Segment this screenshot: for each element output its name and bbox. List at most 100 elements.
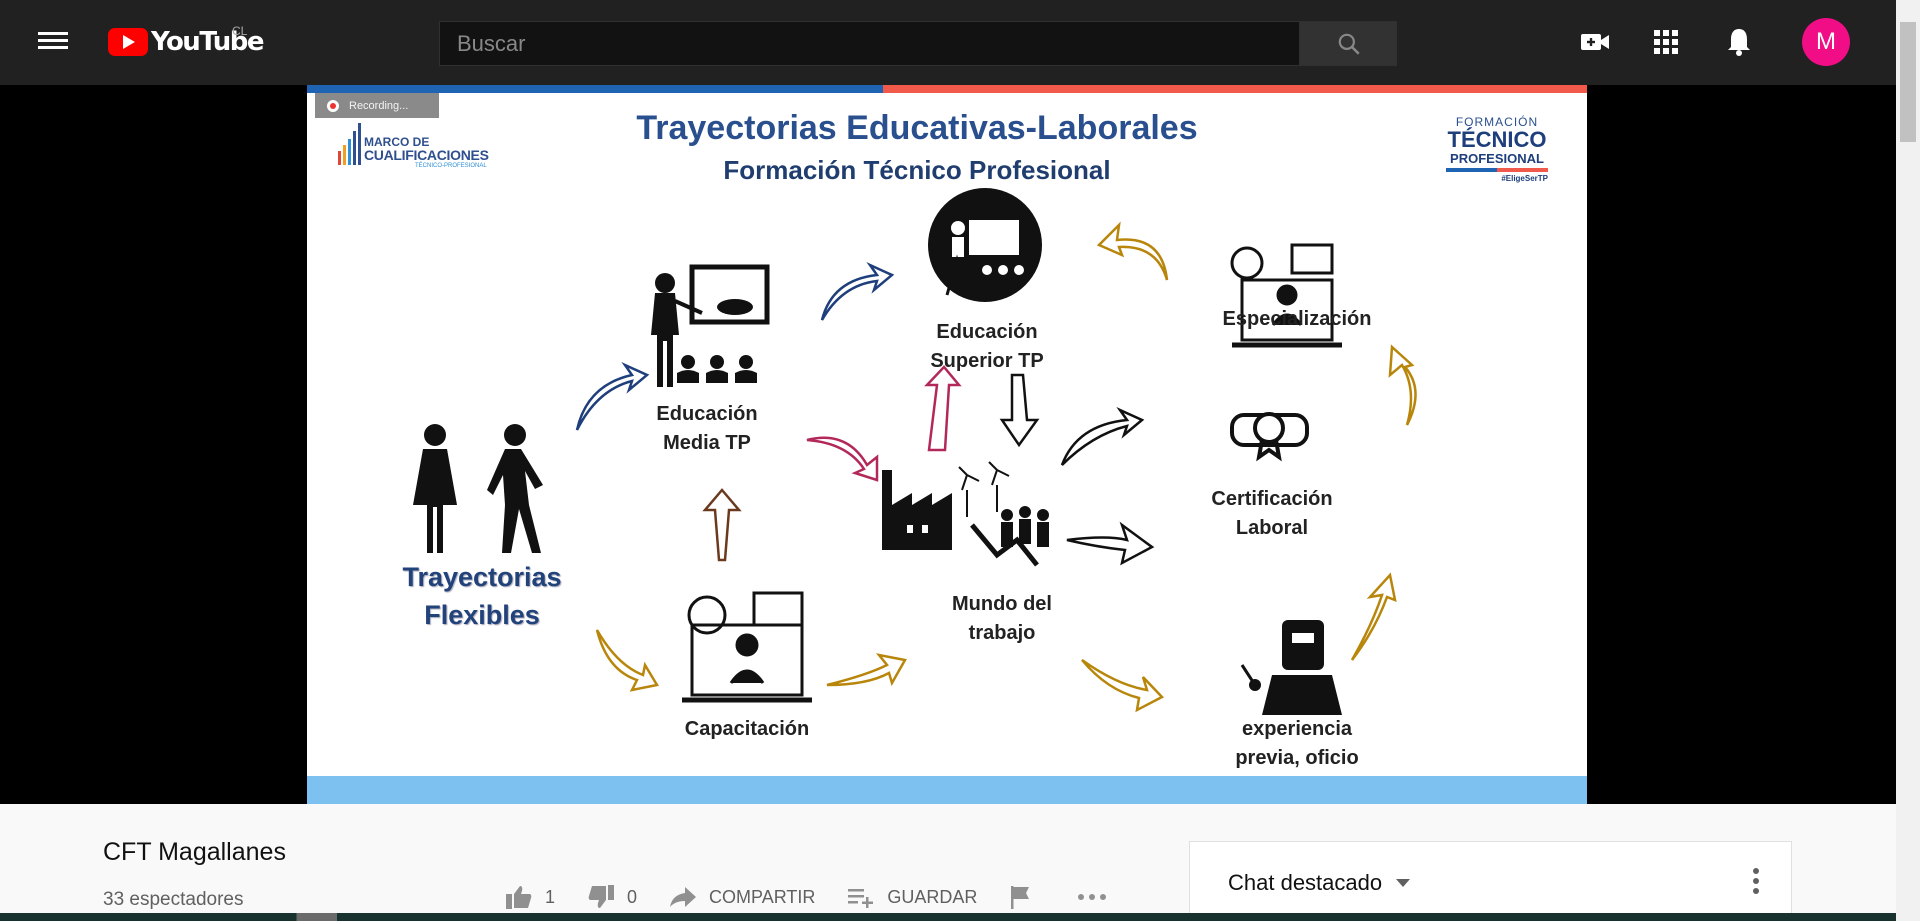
video-camera-plus-icon [1581,34,1609,50]
scrollbar-thumb[interactable] [1900,22,1916,142]
slide-title: Trayectorias Educativas-Laborales [636,109,1198,147]
bars-logo-icon [338,123,361,165]
node-label-line: Laboral [1235,517,1309,539]
node-experiencia: experiencia previa, oficio [1202,715,1392,773]
playlist-add-icon [848,889,874,908]
logo-stripe [1446,168,1548,172]
node-label-line: trabajo [968,622,1036,644]
search-button[interactable] [1300,21,1397,66]
arrow-media-to-mundo [806,436,879,482]
node-label-line: Superior TP [930,350,1044,372]
node-educacion-media: Educación Media TP [637,400,777,458]
logo-hashtag: #EligeSerTP [1501,174,1548,183]
chat-panel: Chat destacado [1189,841,1792,921]
like-count: 1 [545,886,556,907]
apps-grid-icon [1654,30,1678,54]
viewer-count: 33 espectadores [103,889,244,910]
record-icon [327,99,339,112]
arrow-mundo-to-certificacion [1066,521,1155,566]
dislike-count: 0 [627,886,638,907]
youtube-logo[interactable]: YouTube CL [108,24,264,57]
thumbs-down-icon [588,885,615,908]
arrow-experiencia-to-certificacion [1350,572,1397,661]
dislike-button[interactable]: 0 [587,884,637,910]
arrow-capacitacion-to-mundo [826,653,907,687]
logo-line: TÉCNICO [1447,127,1547,152]
chat-mode-dropdown[interactable]: Chat destacado [1228,870,1416,896]
masthead: YouTube CL M [0,0,1896,85]
arrow-flexibles-to-media [575,361,650,431]
presentation-slide: Recording... MARCO DE CUALIFICACIONES TÉ… [307,85,1587,804]
logo-line: TÉCNICO-PROFESIONAL [415,163,487,169]
diploma-icon [1230,412,1309,462]
country-code: CL [232,24,248,38]
thumbs-up-icon [506,886,532,909]
arrow-especializacion-loop [1096,221,1169,281]
node-mundo-trabajo: Mundo del trabajo [932,590,1072,648]
arrow-media-to-superior [820,261,895,321]
node-label-line: Educación [936,321,1038,343]
node-trayectorias-flexibles: Trayectorias Flexibles [367,558,597,634]
logo-line: CUALIFICACIONES [364,147,489,163]
menu-icon[interactable] [38,28,68,58]
people-icon [413,424,543,553]
node-label-line: experiencia [1241,718,1353,740]
industry-workers-icon [882,461,1049,567]
chat-more-button[interactable] [1746,866,1766,896]
slide-subtitle: Formación Técnico Profesional [723,155,1111,185]
video-title: CFT Magallanes [103,838,286,866]
node-label-line: Educación [656,403,758,425]
apps-button[interactable] [1646,22,1686,62]
arrow-mundo-to-experiencia [1081,658,1165,713]
progress-fill [0,913,337,921]
chat-title: Chat destacado [1228,870,1383,895]
marco-cualificaciones-logo: MARCO DE CUALIFICACIONES TÉCNICO-PROFESI… [337,117,489,172]
flow-arrows [575,221,1417,713]
arrow-mundo-to-certificacion-up [1060,406,1145,466]
node-especializacion: Especialización [1222,308,1372,330]
arrow-superior-down [999,373,1040,448]
arrow-certificacion-to-especializacion [1388,344,1417,426]
create-video-button[interactable] [1575,22,1615,62]
bell-icon [1728,29,1750,56]
youtube-play-icon [108,28,148,56]
action-bar: 1 0 COMPARTIR GUARDAR [505,884,1151,910]
more-actions-button[interactable] [1077,893,1119,901]
slide-bottom-stripe [307,776,1587,804]
share-arrow-icon [670,887,697,907]
search-input[interactable] [439,21,1300,66]
node-label-line: Media TP [663,432,751,454]
node-label-line: previa, oficio [1235,747,1359,769]
welder-icon [1240,620,1342,715]
video-info-area: CFT Magallanes 33 espectadores 1 0 COMPA… [0,804,1896,921]
laptop-webinar-icon [1230,243,1342,348]
node-label-line: Certificación [1211,488,1333,510]
notifications-button[interactable] [1719,22,1759,62]
more-horizontal-icon [1078,894,1107,900]
share-button[interactable]: COMPARTIR [669,885,815,909]
page-scrollbar[interactable] [1896,0,1920,921]
node-label-line: Trayectorias [402,562,562,592]
lecture-icon [928,188,1042,302]
node-label-line: Mundo del [952,593,1052,615]
flag-icon [1011,886,1030,909]
like-button[interactable]: 1 [505,884,555,910]
avatar[interactable]: M [1802,18,1850,66]
caret-down-icon [1396,879,1411,887]
slide-top-stripe [307,85,1587,93]
video-progress-bar[interactable] [0,913,1896,921]
trajectory-diagram [413,188,1417,715]
report-button[interactable] [1009,884,1045,910]
node-educacion-superior: Educación Superior TP [917,318,1057,376]
recording-badge: Recording... [315,93,439,118]
video-player[interactable]: Recording... MARCO DE CUALIFICACIONES TÉ… [0,85,1896,804]
save-label: GUARDAR [887,886,978,907]
logo-line: FORMACIÓN [1455,115,1539,129]
save-button[interactable]: GUARDAR [847,885,977,909]
logo-text: YouTube [151,27,264,57]
teacher-icon [651,264,770,387]
logo-line: PROFESIONAL [1450,151,1544,166]
arrow-up-to-superior [924,365,962,452]
arrow-capacitacion-to-media [702,488,742,562]
node-label-line: Flexibles [424,600,540,630]
